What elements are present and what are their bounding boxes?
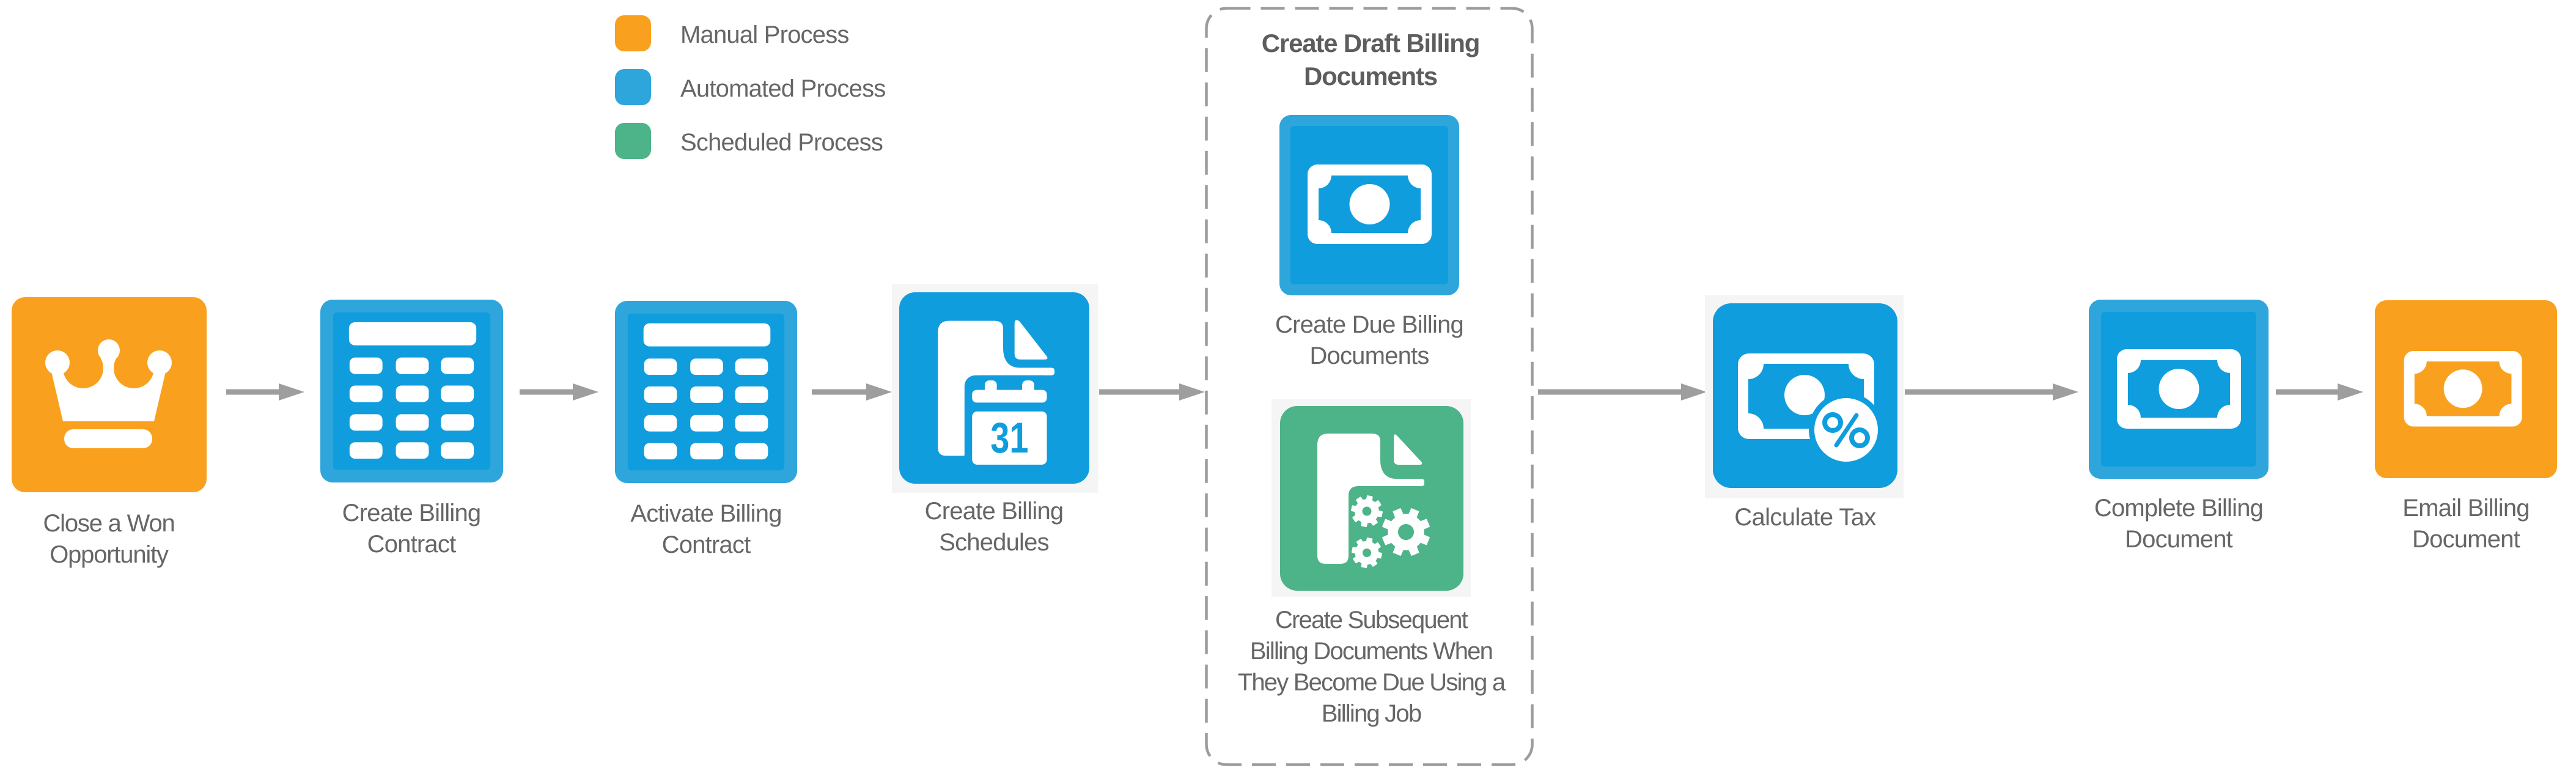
svg-text:31: 31 — [990, 413, 1028, 462]
